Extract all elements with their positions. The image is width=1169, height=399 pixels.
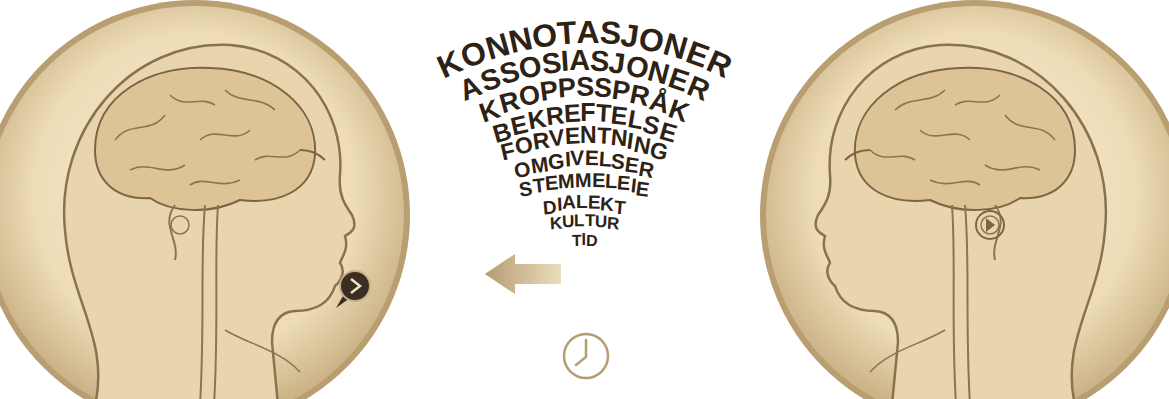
- arched-word: FORVENTNING: [0, 124, 1169, 147]
- letter: N: [610, 126, 629, 150]
- brain: [95, 68, 315, 210]
- arched-word: ASSOSIASJONER: [0, 46, 1169, 75]
- letter: G: [547, 150, 565, 172]
- letter: E: [584, 147, 598, 168]
- letter: T: [532, 175, 546, 196]
- eye: [300, 150, 325, 160]
- arched-word: TID: [0, 232, 1169, 248]
- letter: R: [607, 215, 620, 233]
- ear: [171, 216, 189, 234]
- letter: L: [605, 171, 618, 192]
- letter: T: [571, 233, 581, 249]
- letter: L: [598, 148, 612, 170]
- letter: K: [549, 215, 562, 233]
- letter: U: [595, 213, 608, 230]
- letter: P: [557, 74, 577, 102]
- right-arrow: [485, 254, 561, 294]
- ear-icon: [976, 211, 1004, 239]
- head-outline: [64, 45, 354, 399]
- letter: U: [562, 213, 575, 230]
- letter: R: [531, 129, 551, 154]
- arched-word: OMGIVELSER: [0, 147, 1169, 168]
- head-medallion-mirrored: [760, 0, 1169, 399]
- spinal-cord: [200, 205, 218, 399]
- letter: E: [564, 124, 580, 148]
- letter: S: [593, 74, 613, 102]
- letter: E: [587, 192, 600, 211]
- letter: T: [556, 16, 578, 49]
- left-arrow: [485, 254, 560, 294]
- letter: T: [584, 212, 595, 229]
- letter: F: [580, 100, 595, 125]
- letter: N: [580, 124, 597, 147]
- letter: A: [576, 16, 599, 48]
- head-medallion: [0, 0, 410, 399]
- letter: K: [600, 194, 615, 214]
- letter: M: [575, 170, 592, 190]
- medallion-rim: [0, 0, 410, 399]
- letter: E: [635, 178, 651, 200]
- letter: E: [563, 100, 581, 126]
- arched-word: KROPPSSPRÅK: [0, 74, 1169, 101]
- arched-word: BEKREFTELSE: [0, 100, 1169, 125]
- brain-gyri: [115, 90, 300, 185]
- letter: L: [574, 212, 585, 229]
- arched-word: STEMMELEIE: [0, 170, 1169, 190]
- letter: I: [564, 148, 571, 169]
- letter: D: [586, 233, 598, 249]
- arched-word: KULTUR: [0, 212, 1169, 229]
- arched-word: DIALEKT: [0, 192, 1169, 211]
- letter: I: [560, 47, 570, 76]
- letter: S: [576, 74, 594, 101]
- collarbone: [225, 330, 300, 372]
- letter: T: [595, 100, 612, 126]
- letter: S: [589, 46, 610, 76]
- letter: E: [592, 170, 606, 190]
- letter: V: [570, 147, 584, 168]
- arched-word: KONNOTASJONER: [0, 16, 1169, 48]
- clock-icon: [564, 334, 608, 378]
- letter: V: [548, 126, 565, 150]
- letter: A: [562, 192, 576, 211]
- letter: T: [596, 124, 611, 148]
- letter: P: [539, 77, 560, 106]
- letter: S: [598, 16, 622, 49]
- letter: L: [576, 192, 588, 211]
- letter: M: [558, 171, 576, 192]
- letter: E: [617, 172, 632, 193]
- letter: E: [544, 172, 559, 193]
- medallion-disc: [0, 6, 404, 399]
- letter: I: [556, 195, 562, 214]
- letter: A: [569, 46, 590, 75]
- speech-icon: [336, 271, 370, 308]
- letter: I: [581, 232, 585, 248]
